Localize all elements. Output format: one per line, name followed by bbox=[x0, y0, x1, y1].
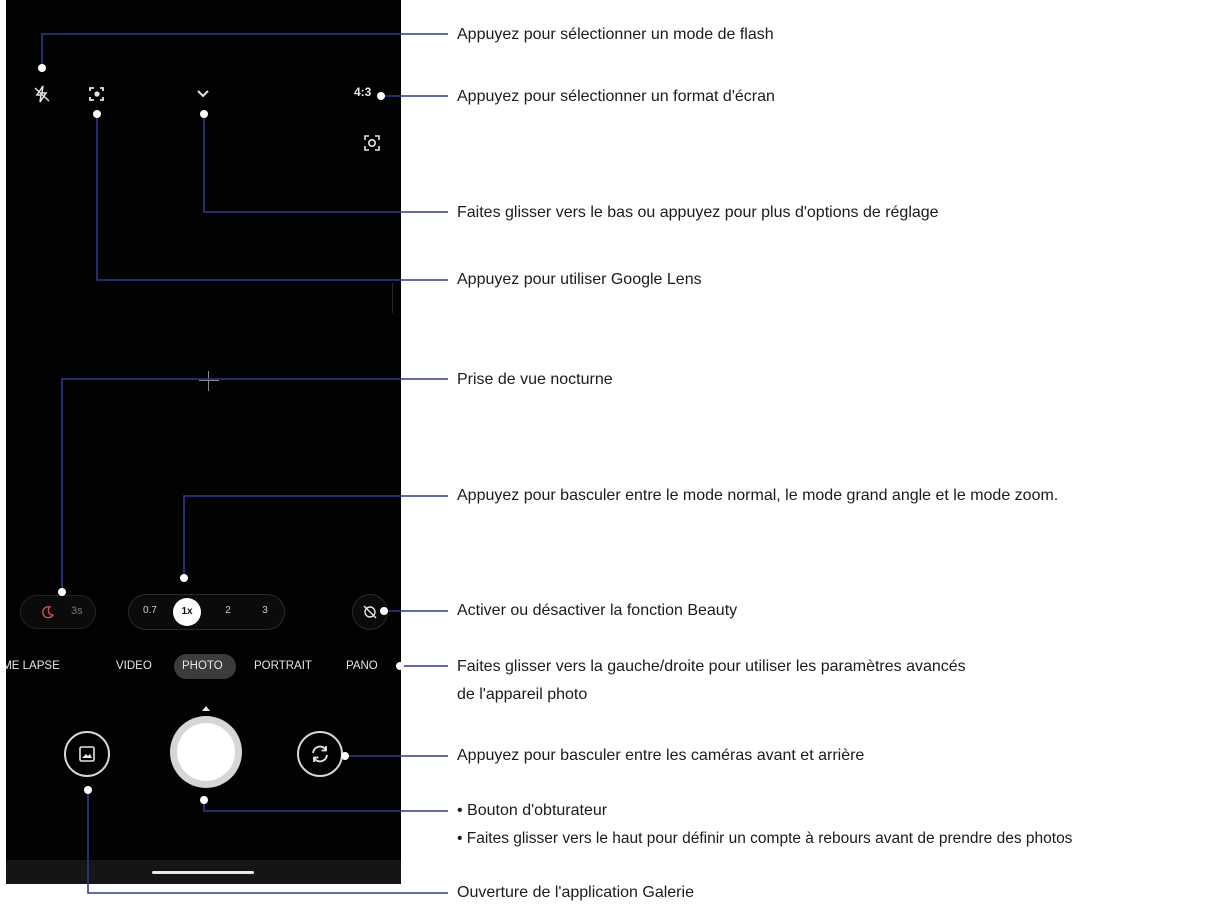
zoom-option-0.7[interactable]: 0.7 bbox=[143, 605, 157, 616]
shutter-button[interactable] bbox=[170, 716, 242, 788]
callout-shutter-line2: • Faites glisser vers le haut pour défin… bbox=[457, 830, 1073, 847]
mode-photo-highlight bbox=[174, 654, 236, 679]
callout-ratio: Appuyez pour sélectionner un format d'éc… bbox=[457, 88, 775, 105]
chevron-down-icon[interactable] bbox=[194, 86, 212, 102]
zoom-option-3[interactable]: 3 bbox=[262, 605, 268, 616]
focus-crosshair-vertical bbox=[208, 371, 209, 391]
mode-time-lapse[interactable]: TIME LAPSE bbox=[6, 660, 60, 672]
callout-beauty: Activer ou désactiver la fonction Beauty bbox=[457, 602, 738, 619]
callout-more-options: Faites glisser vers le bas ou appuyez po… bbox=[457, 204, 939, 221]
switch-camera-icon bbox=[312, 745, 328, 763]
night-exposure-time: 3s bbox=[71, 605, 83, 617]
gallery-button[interactable] bbox=[64, 731, 110, 777]
zoom-option-2[interactable]: 2 bbox=[225, 605, 231, 616]
mode-portrait[interactable]: PORTRAIT bbox=[254, 660, 312, 672]
side-divider bbox=[392, 283, 393, 313]
google-lens-icon[interactable] bbox=[87, 84, 107, 104]
gallery-icon bbox=[79, 746, 95, 762]
timer-arrow-icon bbox=[202, 706, 210, 711]
shutter-inner bbox=[177, 723, 235, 781]
beauty-off-icon bbox=[363, 605, 377, 619]
callout-google-lens: Appuyez pour utiliser Google Lens bbox=[457, 271, 702, 288]
callout-night: Prise de vue nocturne bbox=[457, 371, 613, 388]
callout-shutter-line1: • Bouton d'obturateur bbox=[457, 802, 608, 819]
callout-modes-line2: de l'appareil photo bbox=[457, 686, 588, 703]
mode-photo[interactable]: PHOTO bbox=[182, 660, 223, 672]
zoom-option-1x[interactable]: 1x bbox=[173, 598, 201, 626]
mode-pano[interactable]: PANO bbox=[346, 660, 378, 672]
callout-switch-camera: Appuyez pour basculer entre les caméras … bbox=[457, 747, 865, 764]
home-indicator[interactable] bbox=[152, 871, 254, 874]
callout-gallery: Ouverture de l'application Galerie bbox=[457, 884, 694, 901]
moon-icon bbox=[42, 606, 55, 619]
navigation-bar bbox=[6, 860, 401, 884]
night-shot-button[interactable]: 3s bbox=[20, 595, 96, 629]
callout-modes-line1: Faites glisser vers la gauche/droite pou… bbox=[457, 658, 966, 675]
aspect-ratio-button[interactable]: 4:3 bbox=[354, 85, 372, 99]
callout-flash: Appuyez pour sélectionner un mode de fla… bbox=[457, 26, 774, 43]
focus-frame-icon[interactable] bbox=[363, 134, 381, 152]
zoom-selector[interactable]: 0.7 1x 2 3 bbox=[128, 594, 285, 630]
focus-crosshair bbox=[199, 380, 219, 381]
callout-zoom: Appuyez pour basculer entre le mode norm… bbox=[457, 487, 1059, 504]
flash-off-icon[interactable] bbox=[32, 84, 52, 104]
mode-video[interactable]: VIDEO bbox=[116, 660, 152, 672]
